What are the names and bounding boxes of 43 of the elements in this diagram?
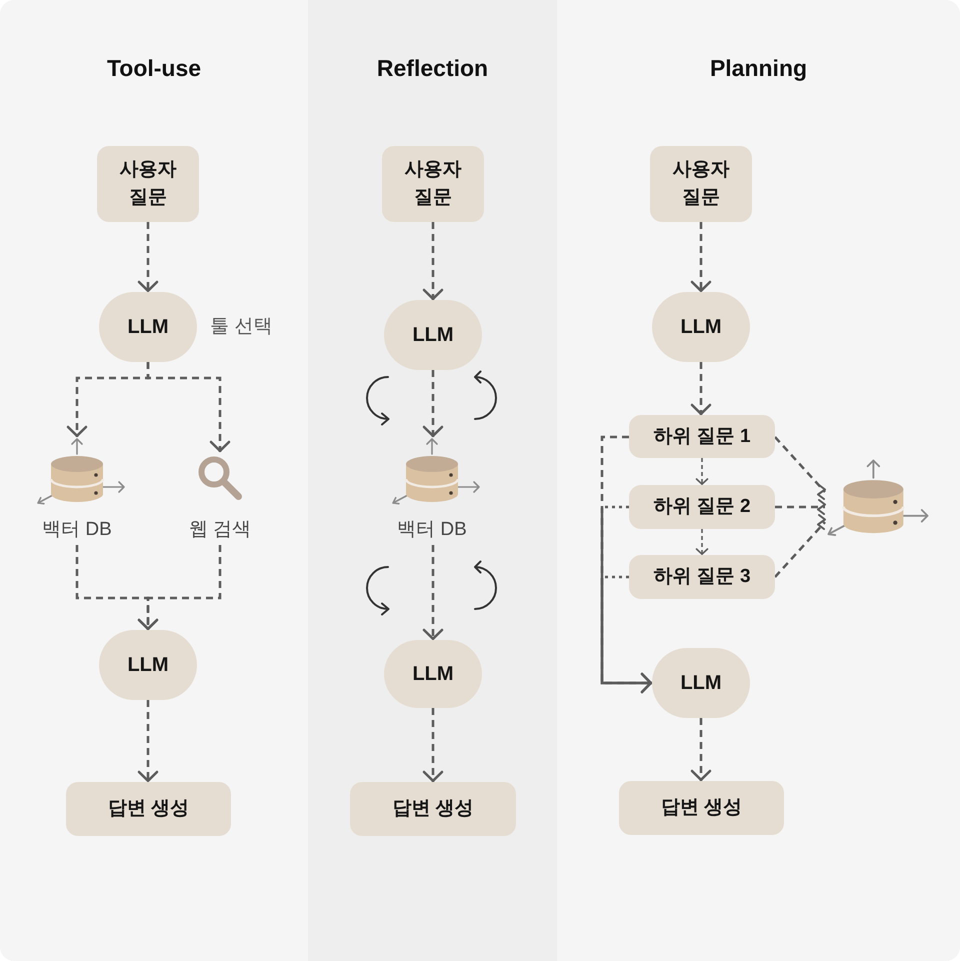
arrow bbox=[422, 370, 444, 438]
arrow bbox=[690, 718, 712, 782]
arrow bbox=[600, 576, 652, 694]
column-heading: Tool-use bbox=[106, 54, 202, 83]
icon-caption: 백터 DB bbox=[397, 518, 467, 542]
arrow bbox=[696, 458, 708, 485]
arrow bbox=[422, 545, 444, 640]
arrow bbox=[696, 529, 708, 555]
rounded-box: 답변 생성 bbox=[66, 782, 231, 836]
pill-box: LLM bbox=[652, 292, 750, 362]
pill-box: LLM bbox=[99, 292, 197, 362]
icon-caption: 백터 DB bbox=[42, 518, 112, 542]
arrow bbox=[138, 545, 222, 630]
arrow bbox=[138, 222, 158, 292]
rounded-box: 사용자 질문 bbox=[382, 146, 484, 222]
pill-box: LLM bbox=[652, 648, 750, 718]
pill-box: LLM bbox=[384, 300, 482, 370]
arrow bbox=[146, 362, 230, 452]
rounded-box: 사용자 질문 bbox=[650, 146, 752, 222]
pill-box: LLM bbox=[99, 630, 197, 700]
arrow bbox=[422, 708, 444, 782]
arrow bbox=[422, 222, 444, 300]
column-heading: Planning bbox=[710, 54, 808, 83]
column-heading: Reflection bbox=[376, 54, 488, 83]
arrow bbox=[690, 222, 712, 292]
column-panel bbox=[557, 0, 960, 961]
side-note: 툴 선택 bbox=[210, 315, 272, 339]
connector bbox=[775, 499, 826, 515]
arrow bbox=[138, 700, 158, 782]
database-icon bbox=[825, 458, 931, 539]
rounded-box: 사용자 질문 bbox=[97, 146, 199, 222]
rounded-box: 답변 생성 bbox=[619, 781, 784, 835]
rounded-box: 하위 질문 1 bbox=[629, 415, 775, 458]
column-panel bbox=[308, 0, 557, 961]
rounded-box: 하위 질문 2 bbox=[629, 485, 775, 529]
column-panel bbox=[0, 0, 308, 961]
icon-caption: 웹 검색 bbox=[188, 518, 252, 542]
connector bbox=[774, 514, 826, 578]
arrow bbox=[690, 362, 712, 416]
rounded-box: 하위 질문 3 bbox=[629, 555, 775, 599]
connector bbox=[774, 436, 826, 500]
rounded-box: 답변 생성 bbox=[350, 782, 516, 836]
pill-box: LLM bbox=[384, 640, 482, 708]
